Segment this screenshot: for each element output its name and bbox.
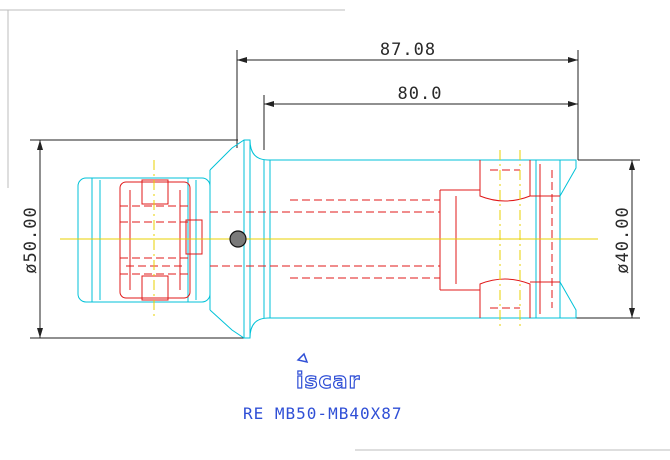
head-diameter-label: ø40.00 <box>613 206 633 273</box>
logo-text: iscar <box>296 369 360 394</box>
frame-lines <box>0 9 670 451</box>
body-length-label: 80.0 <box>398 84 443 104</box>
internal-features <box>119 160 560 318</box>
coolant-plug <box>229 230 247 248</box>
dimension-head-diameter: ø40.00 <box>560 159 640 319</box>
dimension-body-length: 80.0 <box>263 84 578 150</box>
brand-logo: iscar <box>295 352 360 395</box>
shank-diameter-label: ø50.00 <box>21 206 41 273</box>
overall-length-label: 87.08 <box>380 40 436 60</box>
dimension-overall-length: 87.08 <box>236 40 579 160</box>
part-outline <box>77 139 577 339</box>
part-number: RE MB50-MB40X87 <box>243 404 403 423</box>
dimension-shank-diameter: ø50.00 <box>21 139 245 339</box>
center-lines <box>60 150 598 330</box>
